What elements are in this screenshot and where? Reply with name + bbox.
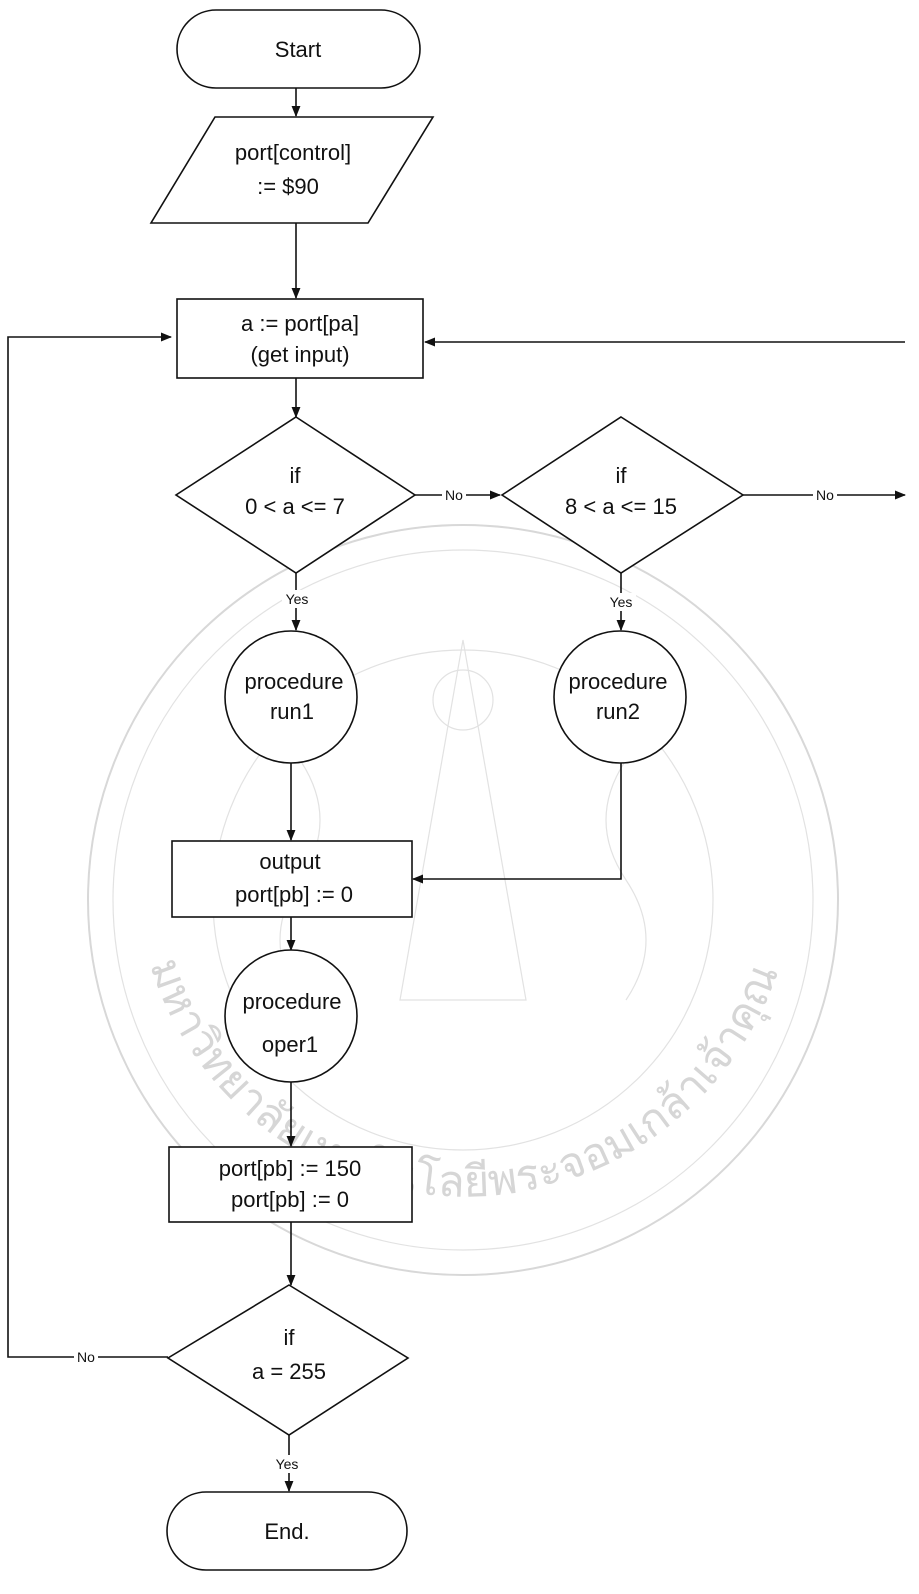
start-label: Start <box>275 37 321 62</box>
dec2-line1: if <box>616 463 628 488</box>
output-process-box: output port[pb] := 0 <box>171 840 413 918</box>
connectors <box>7 88 907 1493</box>
init-line2: := $90 <box>257 174 319 199</box>
edge-dec3-no-loop <box>7 332 173 1358</box>
decision-range-0-7: if 0 < a <= 7 <box>174 416 417 574</box>
decision-a-equals-255: if a = 255 <box>166 1284 410 1436</box>
oper1-line2: oper1 <box>262 1032 318 1057</box>
start-terminator: Start <box>176 9 421 89</box>
pulse-line2: port[pb] := 0 <box>231 1187 349 1212</box>
init-io-parallelogram: port[control] := $90 <box>149 116 435 224</box>
pulse-line1: port[pb] := 150 <box>219 1156 362 1181</box>
dec1-line2: 0 < a <= 7 <box>245 494 345 519</box>
pulse-process-box: port[pb] := 150 port[pb] := 0 <box>168 1146 413 1223</box>
input-line2: (get input) <box>250 342 349 367</box>
procedure-oper1-circle: procedure oper1 <box>224 949 358 1083</box>
label-dec2-yes: Yes <box>610 594 633 610</box>
label-dec1-yes: Yes <box>286 591 309 607</box>
dec3-line1: if <box>284 1325 296 1350</box>
output-line1: output <box>259 849 320 874</box>
label-dec1-no: No <box>445 487 463 503</box>
run2-line2: run2 <box>596 699 640 724</box>
end-terminator: End. <box>166 1491 408 1571</box>
edge-labels: No No Yes Yes No Yes <box>74 486 837 1473</box>
run2-line1: procedure <box>568 669 667 694</box>
input-line1: a := port[pa] <box>241 311 359 336</box>
dec1-line1: if <box>290 463 302 488</box>
input-process-box: a := port[pa] (get input) <box>176 298 424 379</box>
dec2-line2: 8 < a <= 15 <box>565 494 677 519</box>
init-line1: port[control] <box>235 140 351 165</box>
university-seal-watermark: มหาวิทยาลัยเทคโนโลยีพระจอมเกล้าเจ้าคุณทห… <box>0 0 839 1276</box>
output-line2: port[pb] := 0 <box>235 882 353 907</box>
label-dec3-no: No <box>77 1349 95 1365</box>
procedure-run1-circle: procedure run1 <box>224 630 358 764</box>
run1-line1: procedure <box>244 669 343 694</box>
oper1-line1: procedure <box>242 989 341 1014</box>
run1-line2: run1 <box>270 699 314 724</box>
dec3-line2: a = 255 <box>252 1359 326 1384</box>
decision-range-8-15: if 8 < a <= 15 <box>500 416 745 574</box>
edge-run2-output <box>411 763 622 884</box>
procedure-run2-circle: procedure run2 <box>553 630 687 764</box>
label-dec2-no: No <box>816 487 834 503</box>
label-dec3-yes: Yes <box>276 1456 299 1472</box>
end-label: End. <box>264 1519 309 1544</box>
